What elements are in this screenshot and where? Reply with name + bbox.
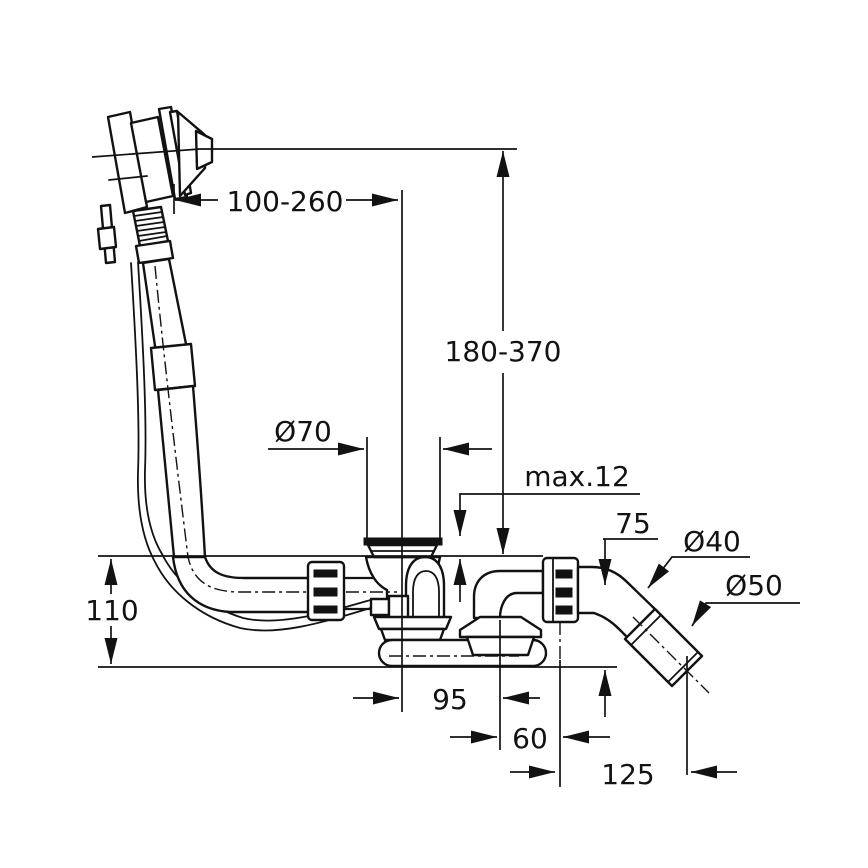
waste-body (364, 555, 453, 642)
hose-centerline (154, 265, 308, 593)
label-depth-below-tub: 110 (85, 594, 138, 627)
knob-body (129, 115, 175, 204)
label-drain-to-port: 95 (432, 683, 468, 716)
dim-max12-upper (453, 493, 640, 536)
dim-50-leader (691, 600, 800, 627)
threaded-stem (131, 205, 175, 265)
cable-connector-2 (387, 594, 410, 620)
drain-flange (363, 537, 443, 559)
mounting-rod-block (96, 225, 118, 251)
bowden-cable (130, 261, 375, 632)
label-flange-diameter: Ø70 (274, 415, 332, 448)
label-socket-diameter: Ø50 (725, 569, 783, 602)
socket-axis-centerline (632, 616, 710, 694)
dimension-lines (91, 148, 800, 787)
elbow-90 (472, 569, 545, 620)
cable-connector (369, 597, 391, 617)
hose-coupling (149, 342, 197, 392)
knob-grip (194, 129, 214, 171)
knob-backplate (106, 110, 149, 215)
hose-bend (171, 555, 311, 614)
label-overflow-height: 180-370 (445, 335, 562, 368)
hose-lower-section (156, 384, 207, 559)
outlet-pipe-45 (576, 565, 704, 688)
body-step-1 (372, 615, 453, 631)
product-illustration (96, 105, 704, 688)
label-pipe-diameter: Ø40 (683, 525, 741, 558)
centerlines (154, 265, 710, 694)
dimension-labels: 100-260 180-370 Ø70 max.12 75 Ø40 Ø50 11… (85, 185, 783, 791)
label-outlet-drop: 75 (615, 507, 651, 540)
overflow-hose (141, 257, 379, 622)
overflow-reference-line (91, 148, 517, 158)
label-flange-height: max.12 (524, 460, 630, 493)
label-bend-to-socket: 125 (601, 758, 654, 791)
overflow-knob-assembly (96, 105, 214, 265)
outlet-elbow (458, 556, 580, 657)
stem-nut (134, 239, 175, 265)
flange-extension-lines (366, 437, 441, 538)
label-knob-reach: 100-260 (227, 185, 344, 218)
label-port-to-bend: 60 (512, 722, 548, 755)
dim-40-leader (647, 556, 750, 589)
hose-upper-section (141, 257, 189, 355)
body-step-2 (379, 627, 446, 642)
